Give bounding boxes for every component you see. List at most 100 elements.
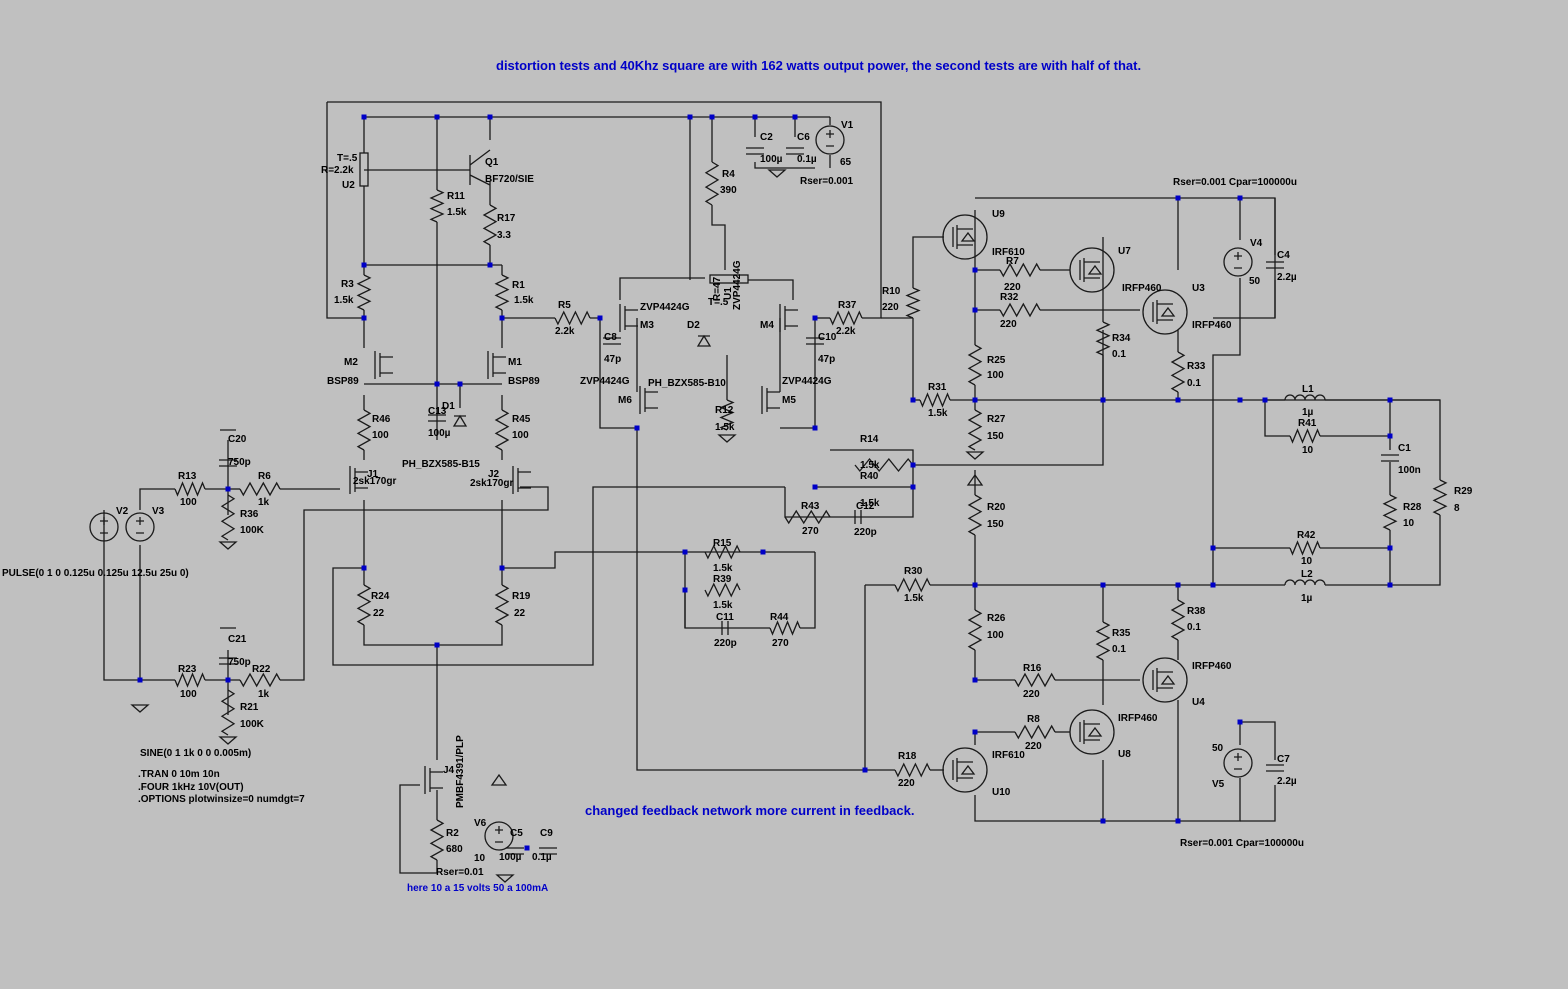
small-fet-symbol <box>512 466 531 494</box>
resistor-symbol <box>554 310 591 326</box>
component-label: 1.5k <box>860 498 880 509</box>
capacitor-symbol <box>786 147 804 155</box>
resistor-symbol <box>356 409 372 451</box>
resistor-symbol <box>356 274 372 311</box>
capacitor-symbol <box>806 337 824 345</box>
capacitor-symbol <box>1381 454 1399 462</box>
component-label: 1.5k <box>713 563 733 574</box>
ground-symbol <box>218 541 238 550</box>
d2-zener <box>696 334 712 347</box>
component-label: R8 <box>1027 714 1040 725</box>
component-label: U9 <box>992 209 1005 220</box>
component-label: R39 <box>713 574 732 585</box>
mosfet-internals <box>1152 300 1176 324</box>
wire <box>619 277 705 300</box>
resistor-symbol <box>719 399 735 431</box>
component-label: R20 <box>987 502 1006 513</box>
component-label: R40 <box>860 471 879 482</box>
component-label: 390 <box>720 185 737 196</box>
component-label: R25 <box>987 355 1006 366</box>
junction-dot <box>499 315 505 321</box>
component-label: 10 <box>474 853 486 864</box>
component-label: 100K <box>240 719 265 730</box>
component-label: 2.2k <box>836 326 856 337</box>
component-label: U3 <box>1192 283 1205 294</box>
junction-dot <box>457 381 463 387</box>
junction-dot <box>487 114 493 120</box>
component-label: U1 <box>723 287 734 300</box>
component-label: IRFP460 <box>1192 661 1232 672</box>
component-label: R43 <box>801 501 820 512</box>
junction-dot <box>910 462 916 468</box>
wire <box>1264 400 1290 437</box>
resistor-symbol <box>894 762 931 778</box>
component-label: 150 <box>987 431 1004 442</box>
component-label: C7 <box>1277 754 1290 765</box>
component-label: R32 <box>1000 292 1019 303</box>
component-label: 680 <box>446 844 463 855</box>
wire <box>754 162 815 169</box>
junction-dot <box>634 425 640 431</box>
mosfet-internals <box>1152 668 1176 692</box>
small-fet-symbol <box>487 351 506 379</box>
junction-dot <box>434 381 440 387</box>
resistor-symbol <box>174 672 206 688</box>
mosfet-internals <box>1079 258 1103 282</box>
small-fet-symbol <box>349 466 368 494</box>
component-label: R34 <box>1112 333 1131 344</box>
component-label: 270 <box>802 526 819 537</box>
capacitor-symbol <box>603 337 621 345</box>
polarity-mark <box>1234 252 1242 269</box>
junction-dot <box>1210 545 1216 551</box>
resistor-symbol <box>482 204 498 246</box>
small-fet-symbol <box>374 351 393 379</box>
component-label: M6 <box>618 395 632 406</box>
component-label: C8 <box>604 332 617 343</box>
wire <box>103 510 175 681</box>
component-label: R44 <box>770 612 789 623</box>
resistor-symbol <box>1432 479 1448 516</box>
resistor-symbol <box>239 672 281 688</box>
component-label: R42 <box>1297 530 1316 541</box>
component-label: 2sk170gr <box>353 476 396 487</box>
junction-dot <box>1175 397 1181 403</box>
resistor-symbol <box>967 609 983 651</box>
component-label: 100K <box>240 525 265 536</box>
component-label: C9 <box>540 828 553 839</box>
component-label: R=47 <box>712 276 723 301</box>
component-label: D2 <box>687 320 700 331</box>
component-label: 0.1µ <box>532 852 552 863</box>
component-label: Rser=0.001 Cpar=100000u <box>1173 177 1297 188</box>
component-label: R29 <box>1454 486 1473 497</box>
component-label: T=.5 <box>708 297 729 308</box>
component-label: 100µ <box>760 154 783 165</box>
wire <box>912 236 944 288</box>
junction-dot <box>862 767 868 773</box>
resistor-symbol <box>1095 321 1111 356</box>
resistor-symbol <box>239 481 281 497</box>
component-label: R19 <box>512 591 531 602</box>
component-label: V4 <box>1250 238 1263 249</box>
component-label: Rser=0.01 <box>436 867 484 878</box>
component-label: R=2.2k <box>321 165 354 176</box>
v1-source <box>815 125 845 155</box>
small-fet-symbol <box>761 386 780 414</box>
junction-dot <box>812 484 818 490</box>
component-label: M4 <box>760 320 774 331</box>
component-label: R31 <box>928 382 947 393</box>
component-label: 750p <box>228 457 251 468</box>
junction-dot <box>361 565 367 571</box>
component-label: 220 <box>1004 282 1021 293</box>
potentiometer-symbol <box>359 152 369 187</box>
junction-dot <box>972 677 978 683</box>
component-label: R17 <box>497 213 516 224</box>
resistor-symbol <box>784 509 831 525</box>
component-label: R4 <box>722 169 735 180</box>
resistor-symbol <box>1289 540 1321 556</box>
wire <box>636 428 865 771</box>
component-label: 100n <box>1398 465 1421 476</box>
junction-dot <box>752 114 758 120</box>
capacitor-symbol <box>746 147 764 155</box>
component-label: 10 <box>1301 556 1313 567</box>
